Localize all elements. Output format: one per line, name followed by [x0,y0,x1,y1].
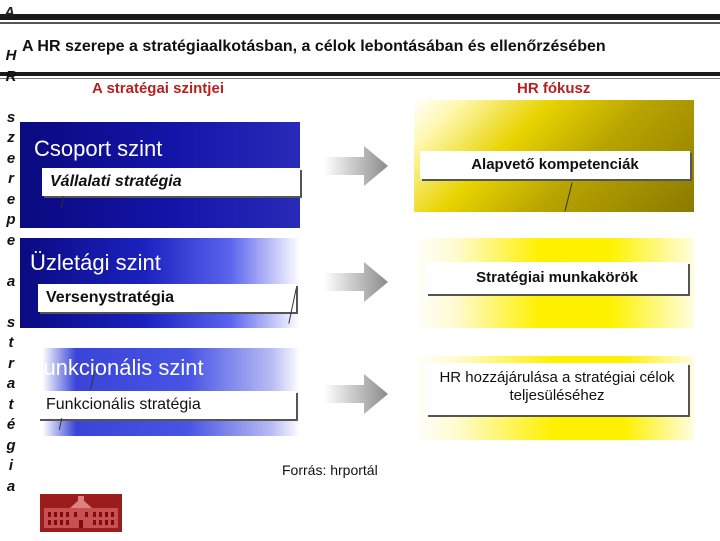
functional-strategy-label: Funkcionális stratégia [38,391,296,419]
vertical-char: z [7,129,15,146]
vertical-char: R [5,67,17,85]
vertical-char: i [8,457,14,474]
vertical-char: p [6,211,16,228]
source-note: Forrás: hrportál [282,462,378,478]
business-level-box [20,238,300,328]
vertical-char: e [6,190,16,208]
vertical-char: e [6,231,16,249]
header-divider [0,72,720,76]
header-stripe [0,14,720,20]
vertical-char: H [5,47,17,64]
competitive-strategy-label: Versenystratégia [38,284,296,312]
slide-title: A HR szerepe a stratégiaalkotásban, a cé… [22,38,606,55]
hr-contribution-label: HR hozzájárulása a stratégiai célok telj… [426,363,688,415]
vertical-char [4,292,18,313]
business-level-title: Üzletági szint [30,250,161,275]
vertical-char: s [6,313,16,331]
right-arrow-icon [324,374,388,414]
vertical-char: a [6,375,16,392]
corporate-strategy-label: Vállalati stratégia [42,168,300,196]
vertical-char: e [6,149,16,167]
vertical-char: é [6,416,16,433]
vertical-char: t [8,395,14,413]
right-arrow-icon [324,146,388,186]
vertical-text: H R s z e r e p e a s t r a t é g i a [4,46,18,497]
vertical-char: a [6,272,16,290]
strategy-levels-header: A stratégai szintjei [92,80,224,97]
vertical-char [4,87,18,108]
university-building-logo [40,494,122,532]
core-competencies-label: Alapvető kompetenciák [420,151,690,179]
header-stripe-thin [0,22,720,24]
vertical-char: t [8,334,14,351]
hr-focus-header: HR fókusz [517,80,591,97]
vertical-char: g [6,436,16,454]
group-level-title: Csoport szint [34,136,163,161]
corner-letter: A [4,4,15,21]
functional-level-title: Funkcionális szint [30,355,204,380]
strategic-jobs-label: Stratégiai munkakörök [426,262,688,294]
vertical-char: r [8,354,14,372]
header-divider-thin [0,78,720,79]
vertical-char: r [8,170,14,187]
vertical-char: a [6,477,16,495]
vertical-char: s [6,108,16,126]
vertical-char [4,251,18,272]
right-arrow-icon [324,262,388,302]
